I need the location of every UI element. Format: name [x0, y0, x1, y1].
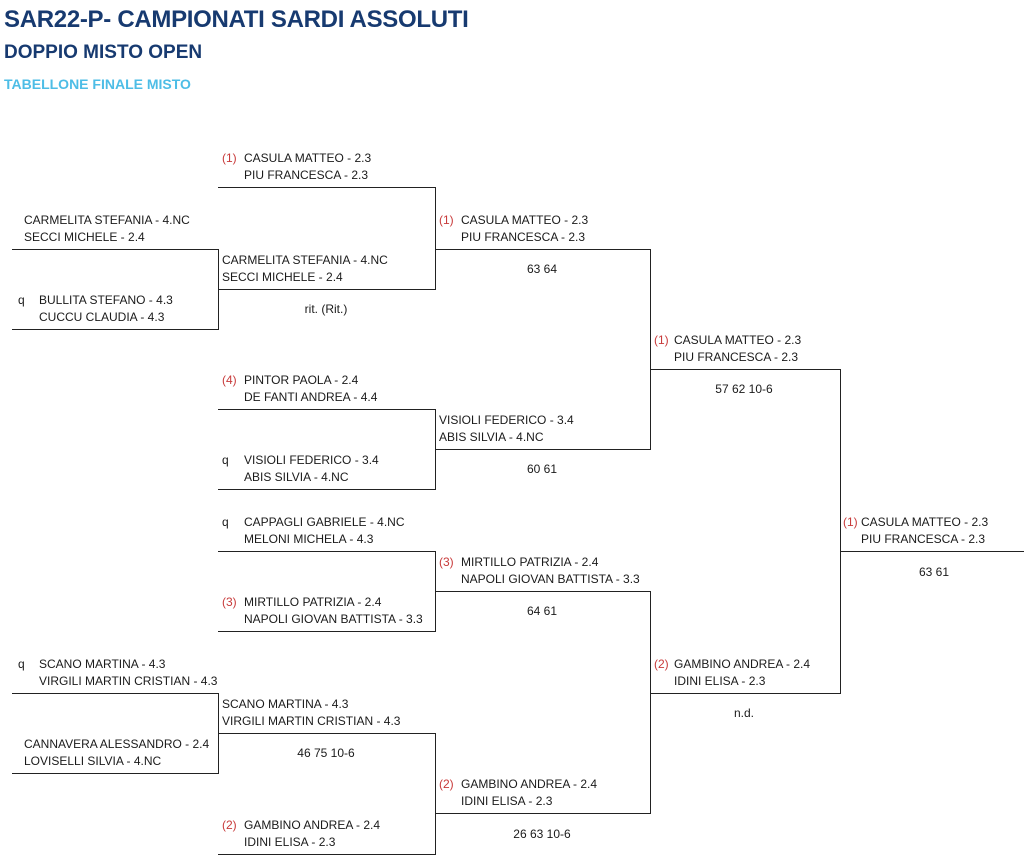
event-subtitle: DOPPIO MISTO OPEN — [4, 42, 203, 63]
bracket-line — [218, 551, 435, 552]
r3-entry-player-2: ABIS SILVIA - 4.NC — [439, 430, 544, 444]
r3-entry-player-1: MIRTILLO PATRIZIA - 2.4 — [461, 555, 599, 569]
seed-marker: (1) — [439, 213, 454, 227]
match-score: 60 61 — [526, 462, 558, 476]
seed-marker: (2) — [439, 777, 454, 791]
bracket-line — [435, 449, 650, 450]
bracket-line — [840, 369, 841, 694]
page-title: SAR22-P- CAMPIONATI SARDI ASSOLUTI — [4, 6, 469, 33]
bracket-line — [12, 693, 218, 694]
match-score: 57 62 10-6 — [715, 382, 773, 396]
r2-entry-player-2: NAPOLI GIOVAN BATTISTA - 3.3 — [244, 612, 423, 626]
seed-marker: q — [18, 293, 25, 307]
seed-marker: (2) — [222, 818, 237, 832]
seed-marker: q — [222, 515, 229, 529]
r2-entry-player-1: CARMELITA STEFANIA - 4.NC — [222, 253, 388, 267]
r2-entry-player-2: MELONI MICHELA - 4.3 — [244, 532, 374, 546]
r2-entry-player-1: SCANO MARTINA - 4.3 — [222, 697, 349, 711]
bracket-line — [218, 289, 435, 290]
section-title: TABELLONE FINALE MISTO — [4, 76, 191, 92]
r2-entry-player-1: GAMBINO ANDREA - 2.4 — [244, 818, 381, 832]
match-score: 26 63 10-6 — [513, 827, 571, 841]
match-score: 46 75 10-6 — [297, 746, 355, 760]
r3-entry-player-1: CASULA MATTEO - 2.3 — [461, 213, 589, 227]
bracket-line — [650, 249, 651, 450]
seed-marker: q — [222, 453, 229, 467]
bracket-line — [650, 693, 840, 694]
r2-entry-player-1: CASULA MATTEO - 2.3 — [244, 151, 372, 165]
r3-entry-player-2: NAPOLI GIOVAN BATTISTA - 3.3 — [461, 572, 640, 586]
bracket-line — [650, 591, 651, 814]
seed-marker: (3) — [439, 555, 454, 569]
bracket-line — [12, 329, 218, 330]
r4-entry-player-1: CASULA MATTEO - 2.3 — [674, 333, 802, 347]
r2-entry-player-2: ABIS SILVIA - 4.NC — [244, 470, 349, 484]
r2-entry-player-1: CAPPAGLI GABRIELE - 4.NC — [244, 515, 405, 529]
bracket-line — [218, 733, 435, 734]
r1-entry-player-1: CANNAVERA ALESSANDRO - 2.4 — [24, 737, 210, 751]
r1-entry-player-1: CARMELITA STEFANIA - 4.NC — [24, 213, 190, 227]
bracket-line — [218, 854, 435, 855]
bracket-line — [435, 187, 436, 290]
match-score: n.d. — [733, 706, 754, 720]
r2-entry-player-1: VISIOLI FEDERICO - 3.4 — [244, 453, 379, 467]
bracket-line — [12, 773, 218, 774]
r2-entry-player-2: VIRGILI MARTIN CRISTIAN - 4.3 — [222, 714, 401, 728]
bracket-line — [650, 369, 840, 370]
seed-marker: q — [18, 657, 25, 671]
bracket-line — [218, 489, 435, 490]
r2-entry-player-2: DE FANTI ANDREA - 4.4 — [244, 390, 378, 404]
r2-entry-player-2: SECCI MICHELE - 2.4 — [222, 270, 343, 284]
bracket-line — [218, 631, 435, 632]
r1-entry-player-2: SECCI MICHELE - 2.4 — [24, 230, 145, 244]
bracket-line — [435, 813, 650, 814]
seed-marker: (4) — [222, 373, 237, 387]
seed-marker: (2) — [654, 657, 669, 671]
r2-entry-player-2: PIU FRANCESCA - 2.3 — [244, 168, 369, 182]
bracket-line — [435, 733, 436, 855]
r1-entry-player-2: LOVISELLI SILVIA - 4.NC — [24, 754, 162, 768]
match-score: 63 64 — [526, 262, 558, 276]
bracket-line — [435, 591, 650, 592]
r3-entry-player-1: VISIOLI FEDERICO - 3.4 — [439, 413, 574, 427]
seed-marker: (3) — [222, 595, 237, 609]
seed-marker: (1) — [654, 333, 669, 347]
r4-entry-player-2: IDINI ELISA - 2.3 — [674, 674, 766, 688]
r3-entry-player-2: PIU FRANCESCA - 2.3 — [461, 230, 586, 244]
bracket-line — [218, 187, 435, 188]
r3-entry-player-2: IDINI ELISA - 2.3 — [461, 794, 553, 808]
r2-entry-player-1: MIRTILLO PATRIZIA - 2.4 — [244, 595, 382, 609]
winner-entry-player-1: CASULA MATTEO - 2.3 — [861, 515, 989, 529]
r1-entry-player-1: SCANO MARTINA - 4.3 — [39, 657, 166, 671]
r3-entry-player-1: GAMBINO ANDREA - 2.4 — [461, 777, 598, 791]
match-score: 63 61 — [918, 565, 950, 579]
r4-entry-player-1: GAMBINO ANDREA - 2.4 — [674, 657, 811, 671]
winner-entry-player-2: PIU FRANCESCA - 2.3 — [861, 532, 986, 546]
match-score: rit. (Rit.) — [304, 302, 348, 316]
r2-entry-player-2: IDINI ELISA - 2.3 — [244, 835, 336, 849]
bracket-line — [12, 249, 218, 250]
r1-entry-player-2: CUCCU CLAUDIA - 4.3 — [39, 310, 165, 324]
bracket-line — [840, 551, 1024, 552]
match-score: 64 61 — [526, 604, 558, 618]
r1-entry-player-2: VIRGILI MARTIN CRISTIAN - 4.3 — [39, 674, 218, 688]
r4-entry-player-2: PIU FRANCESCA - 2.3 — [674, 350, 799, 364]
seed-marker: (1) — [222, 151, 237, 165]
bracket-line — [435, 249, 650, 250]
r2-entry-player-1: PINTOR PAOLA - 2.4 — [244, 373, 359, 387]
r1-entry-player-1: BULLITA STEFANO - 4.3 — [39, 293, 173, 307]
seed-marker: (1) — [843, 515, 858, 529]
bracket-line — [218, 409, 435, 410]
